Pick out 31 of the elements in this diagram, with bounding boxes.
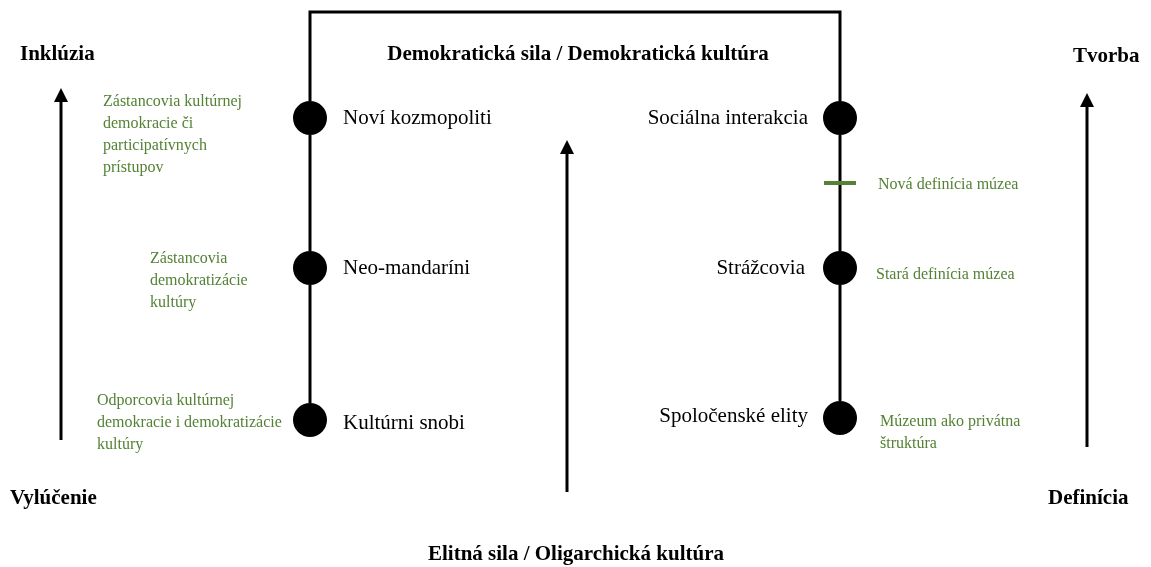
connector-line (308, 135, 312, 251)
axis-label: Inklúzia (20, 42, 95, 64)
tick-mark (824, 181, 856, 185)
annotation-text: Zástancovia demokratizácie kultúry (150, 248, 249, 313)
annotation-text: Stará definícia múzea (876, 264, 1016, 284)
axis-label: Vylúčenie (10, 486, 97, 508)
dot-marker (823, 101, 857, 135)
node-label: Kultúrni snobi (343, 411, 466, 433)
axis-label: Definícia (1048, 486, 1129, 508)
dot-marker (293, 101, 327, 135)
node-label: Sociálna interakcia (646, 106, 808, 128)
dot-marker (293, 403, 327, 437)
node-label: Neo-mandaríni (343, 256, 472, 278)
connector-line (838, 285, 842, 401)
annotation-text: Nová definícia múzea (878, 174, 1020, 194)
dot-marker (293, 251, 327, 285)
connector-line (308, 285, 312, 403)
node-label: Noví kozmopoliti (343, 106, 493, 128)
axis-label: Demokratická sila / Demokratická kultúra (387, 42, 769, 64)
annotation-text: Zástancovia kultúrnej demokracie či participatívnych prístupov (103, 91, 244, 178)
connector-line (838, 135, 842, 181)
dot-marker (823, 251, 857, 285)
dot-marker (823, 401, 857, 435)
axis-label: Tvorba (1073, 44, 1140, 66)
connector-line (838, 185, 842, 251)
node-label: Spoločenské elity (658, 404, 808, 426)
annotation-text: Múzeum ako privátna štruktúra (880, 411, 1022, 453)
connector-line (308, 10, 842, 101)
annotation-text: Odporcovia kultúrnej demokracie i demokratizácie kultúry (97, 390, 283, 455)
axis-label: Elitná sila / Oligarchická kultúra (428, 542, 724, 564)
node-label: Strážcovia (715, 256, 805, 278)
